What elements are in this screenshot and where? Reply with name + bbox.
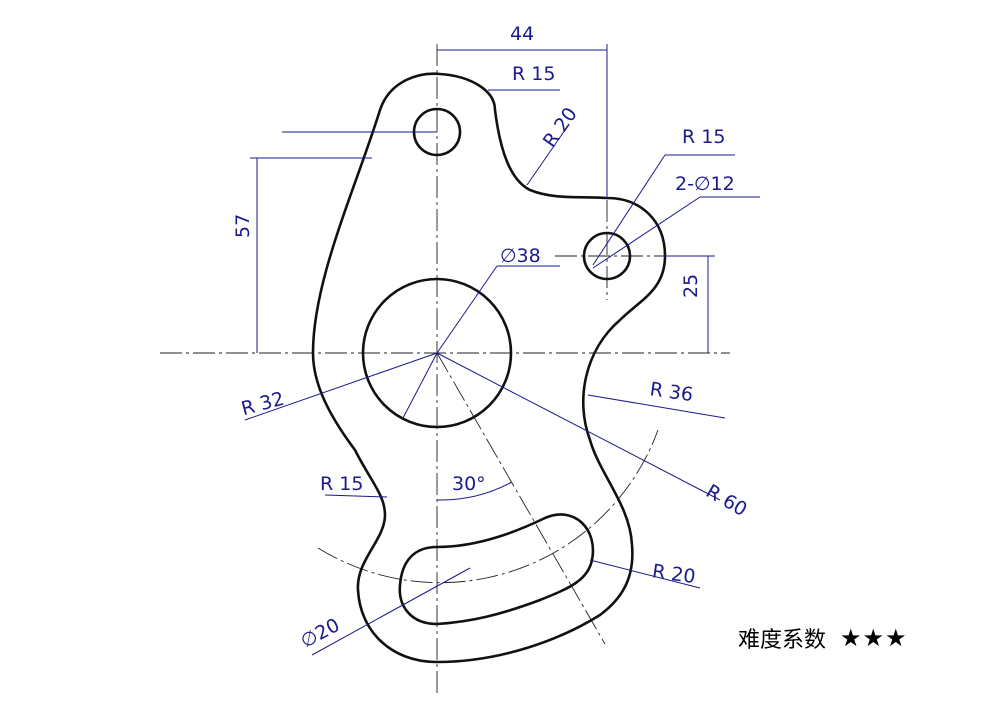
main-hole (361, 277, 513, 429)
dimension-lines (244, 44, 760, 656)
dim-slot-r20: R 20 (651, 560, 697, 588)
star-icons: ★★★ (840, 624, 908, 652)
dim-angle-30: 30° (452, 473, 486, 495)
right-hole (582, 231, 632, 281)
dim-right-boss-r15: R 15 (682, 126, 725, 148)
dim-r36: R 36 (648, 378, 694, 406)
dim-left-fillet-r15: R 15 (320, 473, 363, 495)
dim-slot-20: ∅20 (297, 614, 343, 653)
part-outline (311, 72, 667, 664)
dim-holes-2x12: 2-∅12 (675, 173, 735, 195)
dim-44: 44 (510, 23, 534, 45)
dim-57: 57 (232, 214, 254, 238)
dim-top-boss-r15: R 15 (512, 63, 555, 85)
dim-25: 25 (680, 274, 702, 298)
dim-r32: R 32 (239, 388, 287, 420)
center-lines (160, 44, 730, 695)
dim-r60: R 60 (702, 480, 751, 521)
dim-main-hole-38: ∅38 (500, 245, 541, 267)
dim-fillet-r20: R 20 (539, 103, 582, 151)
difficulty-label: 难度系数 (738, 628, 827, 653)
curved-slot (398, 513, 595, 626)
difficulty-rating: 难度系数 ★★★ (738, 622, 908, 654)
